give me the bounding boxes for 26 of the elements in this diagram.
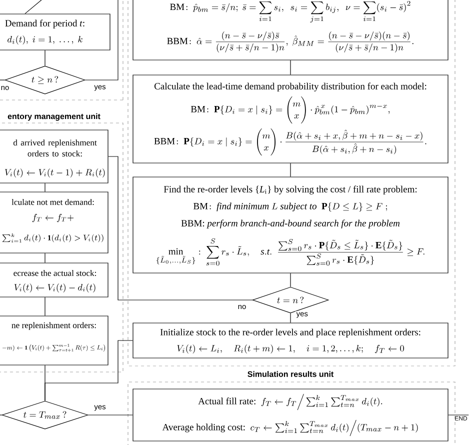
connector-line (448, 414, 469, 416)
connector-line (108, 156, 252, 300)
process-box: d arrived replenishment orders to stock: $V_i(t)\leftarrow V_i(t-1)+R_i(t)$ (0, 130, 108, 184)
process-box: ne replenishment orders: $-m)\leftarrow\mathbf{1}\left(V_i(t)+\sum_{\tau=t+1}^{m-1}R(\tau)\le L_i\right)$ (0, 316, 108, 366)
process-box: Initialize stock to the re-order levels and place replenishment orders: $V_i(t)\leftarrow L_i,\quad R_i(t+m)\leftarrow 1,\quad i=1,2,\ldots,k;\quad f_T\leftarrow 0$ (132, 322, 448, 358)
connector-line (290, 163, 291, 177)
process-box: ecrease the actual stock: $V_i(t)\leftarrow V_i(t)-d_i(t)$ (0, 262, 108, 298)
node-label: entory management unit (8, 113, 100, 121)
connector-line (290, 273, 291, 287)
connector-line (290, 60, 291, 75)
connector-line (44, 340, 133, 401)
node-label: Simulation results unit (248, 371, 334, 377)
process-box: Find the re-order levels {L$_{i}$} by solving the cost / fill rate problem: $\mathrm{BM}\!:\ \textit{find minimum }L\textit{ subject to }\ \mathbf{P}\{D\le L\}\ge F\;;$ BBM: perform branch-and-bound search for the problem $\min_{\{\tilde L_0,\ldots,\tilde L_S\}}:\ \sum_{s=0}^{S}r_s\cdot\tilde L_s,\quad \mathit{s.t.}\ \ \frac{\sum_{s=0}^{S}r_s\cdot\mathbf{P}\{\tilde D_s\le\tilde L_s\}\cdot\mathbf{E}\{\tilde D_s\}}{\sum_{s=0}^{S}r_s\cdot\mathbf{E}\{\tilde D_s\}}\ge F.$ (132, 176, 448, 274)
connector-line (85, 0, 118, 80)
connector-line (0, 414, 2, 416)
connector-line (44, 297, 46, 316)
process-box: Calculate the lead-time demand probability distribution for each model: $\mathrm{BM}\!:\ \mathbf{P}\{D_i=x\mid s_i\}=\binom{m}{x}\cdot\hat p_{bm}^{\,x}(1-\hat p_{bm})^{m-x},$ $\mathrm{BBM}\!:\ \mathbf{P}\{D_i=x\mid s_i\}=\binom{m}{x}\cdot\frac{B(\hat\alpha+s_i+x,\hat\beta+m+n-s_i-x)}{B(\hat\alpha+s_i,\hat\beta+n-s_i)}.$ (132, 74, 448, 164)
process-box: Demand for period t: $d_i(t),\ i=1,\ \ldots,\ k$ (0, 14, 110, 50)
process-box: $\mbox{Actual fill rate:}\ \ f_T\leftarrow f_T\Big/\sum_{i=1}^{k}\sum_{t=n}^{T_{max}}d_i(t).$ $\mbox{Average holding cost:}\ \ c_T\leftarrow\sum_{i=1}^{k}\sum_{t=n}^{T_{max}}d_i(t)\Big/(T_{max}-n+1)$ (132, 388, 448, 442)
process-box: $\mathrm{BM}\!:\ \hat p_{bm}=\bar s/n;\ \bar s=\sum\limits_{i=1}s_i,\ \ s_i=\sum\limits_{j=1}b_{ij},\ \ \nu=\sum\limits_{i=1}(s_i-\bar s)^2$ $\mathrm{BBM}\!:\ \hat\alpha=\frac{(n-\bar s-\nu/\bar s)\bar s}{(\nu/\bar s+\bar s/n-1)n},\ \hat\beta_{MM}=\frac{(n-\bar s-\nu/\bar s)(n-\bar s)}{(\nu/\bar s+\bar s/n-1)n}.$ (132, 0, 448, 60)
connector-line (44, 253, 46, 263)
process-box: lculate not met demand: $f_T\leftarrow f_T+$ $\sum_{i=1}^{k}d_i(t)\cdot\mathbf{1}(d_i(t)>V_i(t))$ (0, 192, 108, 254)
connector-line (88, 414, 133, 416)
connector-line (44, 183, 46, 192)
connector-line (290, 313, 291, 323)
connector-line (44, 50, 46, 66)
